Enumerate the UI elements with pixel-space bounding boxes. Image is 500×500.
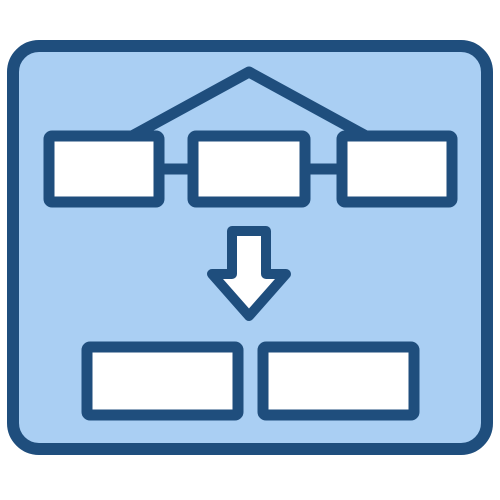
down-arrow-icon — [207, 226, 291, 321]
bottom-box-2 — [257, 341, 420, 421]
top-box-3 — [336, 130, 458, 208]
top-box-1 — [43, 130, 165, 208]
bottom-box-1 — [81, 341, 244, 421]
branch-connector — [126, 66, 372, 142]
top-box-2 — [187, 130, 311, 208]
